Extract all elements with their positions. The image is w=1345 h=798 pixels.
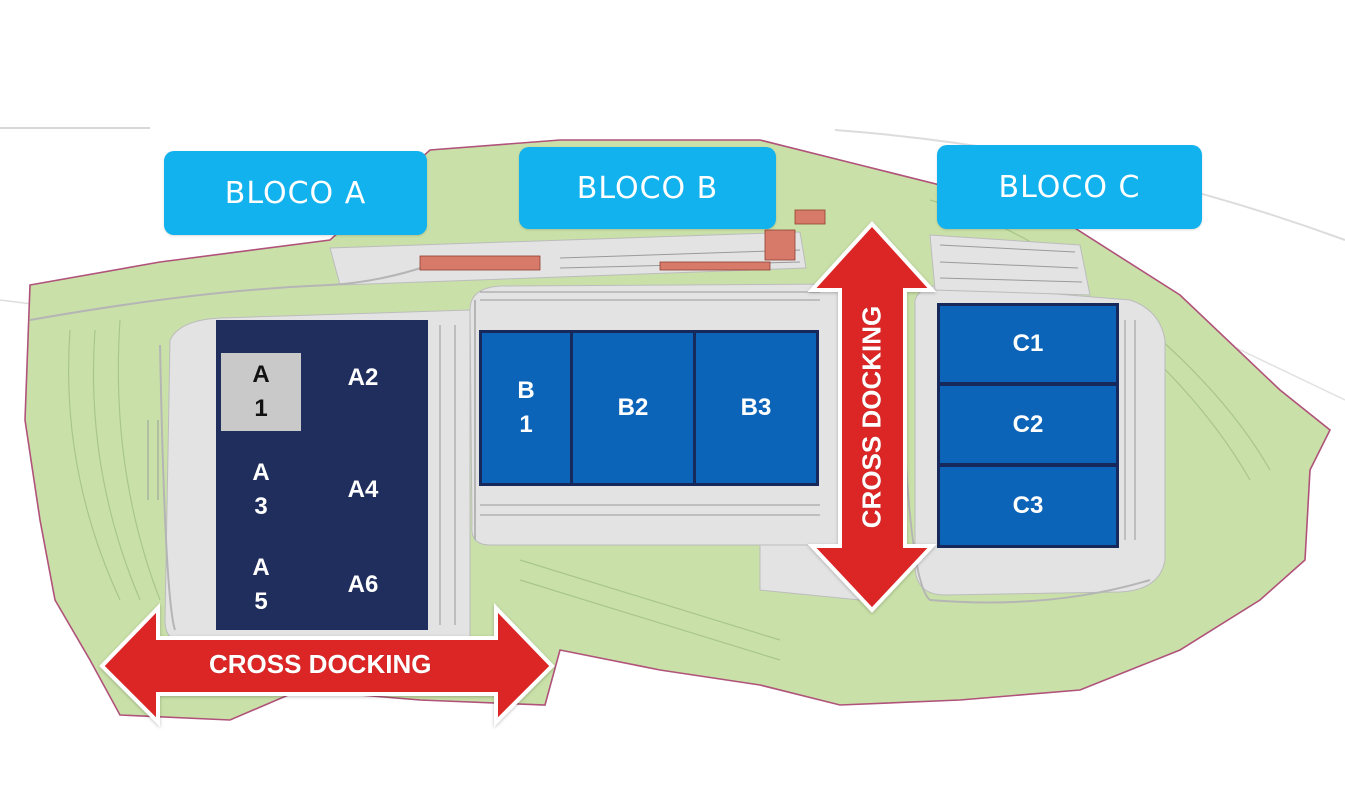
unit-a1-letter: A	[252, 361, 270, 388]
unit-b3: B3	[693, 330, 819, 486]
unit-a3-number: 3	[254, 493, 268, 520]
unit-b1-letter: B	[517, 377, 535, 404]
cross-docking-vertical-label: CROSS DOCKING	[856, 305, 887, 529]
block-c-label: BLOCO C	[937, 145, 1202, 229]
unit-a5-letter: A	[252, 554, 270, 581]
unit-c3: C3	[937, 464, 1119, 548]
unit-b1-number: 1	[519, 411, 533, 438]
block-a-notch	[216, 320, 302, 350]
unit-a3: A 3	[218, 440, 304, 540]
unit-a1: A 1	[221, 353, 301, 431]
unit-a5: A 5	[218, 545, 304, 625]
unit-a6: A6	[347, 571, 379, 598]
unit-b2: B2	[570, 330, 696, 486]
cross-docking-horizontal-label: CROSS DOCKING	[209, 649, 432, 679]
unit-a3-letter: A	[252, 459, 270, 486]
unit-a5-number: 5	[254, 588, 268, 615]
block-a-label: BLOCO A	[164, 151, 427, 235]
unit-c1: C1	[937, 303, 1119, 385]
unit-a2: A2	[347, 363, 379, 391]
block-b-label: BLOCO B	[519, 147, 776, 229]
unit-a1-number: 1	[254, 395, 268, 422]
unit-c2: C2	[937, 383, 1119, 466]
unit-b1: B 1	[479, 330, 573, 486]
unit-a4: A4	[347, 476, 379, 503]
